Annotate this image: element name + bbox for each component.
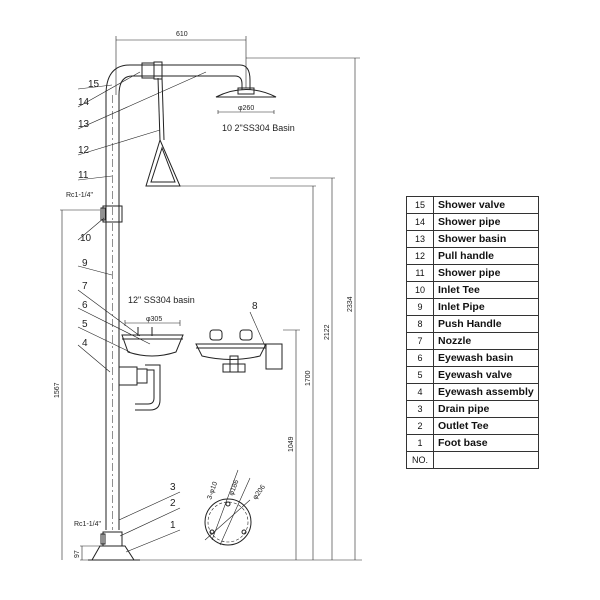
part-number: 4: [406, 383, 434, 401]
part-name: Inlet Pipe: [433, 298, 539, 316]
part-number: 10: [406, 281, 434, 299]
part-number: 15: [406, 196, 434, 214]
part-name: Shower pipe: [433, 213, 539, 231]
part-name: Eyewash basin: [433, 349, 539, 367]
part-name: Pull handle: [433, 247, 539, 265]
callout-1: 1: [170, 520, 176, 531]
part-number: 8: [406, 315, 434, 333]
part-number: 14: [406, 213, 434, 231]
callout-12: 12: [78, 145, 90, 156]
callout-9: 9: [82, 258, 88, 269]
height-2122-dim: 2122: [324, 324, 331, 340]
overall-width-dim: 610: [176, 31, 188, 38]
callout-6: 6: [82, 300, 88, 311]
base-bolt-circle-dim: φ186: [228, 479, 240, 497]
shower-arm: [105, 61, 251, 96]
part-number: 3: [406, 400, 434, 418]
base-diameter-dim: φ206: [252, 484, 267, 501]
header-blank: [433, 451, 539, 469]
eyewash-basin-label: 12" SS304 basin: [128, 295, 195, 305]
part-name: Shower valve: [433, 196, 539, 214]
eyewash-diameter-dim: φ305: [146, 316, 162, 323]
dimension-lines: [60, 36, 362, 561]
height-1567-dim: 1567: [54, 382, 61, 398]
callout-10: 10: [80, 233, 92, 244]
part-name: Eyewash valve: [433, 366, 539, 384]
shower-basin: [215, 87, 277, 114]
part-name: Shower pipe: [433, 264, 539, 282]
part-number: 5: [406, 366, 434, 384]
callout-5: 5: [82, 319, 88, 330]
part-number: 12: [406, 247, 434, 265]
height-total-dim: 2334: [347, 296, 354, 312]
tee-thread-lower: Rc1-1/4": [74, 521, 102, 528]
base-holes-dim: 3-φ10: [206, 481, 219, 501]
part-name: Inlet Tee: [433, 281, 539, 299]
eyewash-side-view: [195, 329, 283, 373]
base-plan-view: [204, 469, 252, 546]
part-number: 1: [406, 434, 434, 452]
callout-11: 11: [78, 170, 89, 181]
callout-2: 2: [170, 498, 176, 509]
main-vertical-pipe: [105, 95, 120, 530]
callout-15: 15: [88, 79, 100, 90]
part-name: Push Handle: [433, 315, 539, 333]
part-name: Shower basin: [433, 230, 539, 248]
height-1700-dim: 1700: [305, 370, 312, 386]
part-name: Outlet Tee: [433, 417, 539, 435]
callout-7: 7: [82, 281, 88, 292]
foot-base: [88, 545, 140, 561]
callout-leaders: [77, 71, 266, 553]
parts-table-header-row: NO.: [406, 451, 539, 469]
inlet-tee: [100, 205, 123, 223]
part-number: 11: [406, 264, 434, 282]
outlet-tee: [100, 531, 123, 547]
part-number: 2: [406, 417, 434, 435]
height-97-dim: 97: [74, 550, 81, 558]
shower-basin-label: 10 2"SS304 Basin: [222, 123, 295, 133]
tee-thread-upper: Rc1-1/4": [66, 192, 94, 199]
eyewash-assembly: [118, 320, 184, 411]
callout-3: 3: [170, 482, 176, 493]
part-name: Eyewash assembly: [433, 383, 539, 401]
pull-handle: [145, 77, 181, 187]
height-1049-dim: 1049: [288, 436, 295, 452]
callout-8: 8: [252, 301, 258, 312]
part-number: 13: [406, 230, 434, 248]
part-number: 7: [406, 332, 434, 350]
part-number: 9: [406, 298, 434, 316]
part-name: Foot base: [433, 434, 539, 452]
callout-14: 14: [78, 97, 90, 108]
header-no: NO.: [406, 451, 434, 469]
part-number: 6: [406, 349, 434, 367]
callout-4: 4: [82, 338, 88, 349]
shower-diameter-dim: φ260: [238, 105, 254, 112]
callout-13: 13: [78, 119, 90, 130]
part-name: Nozzle: [433, 332, 539, 350]
part-name: Drain pipe: [433, 400, 539, 418]
